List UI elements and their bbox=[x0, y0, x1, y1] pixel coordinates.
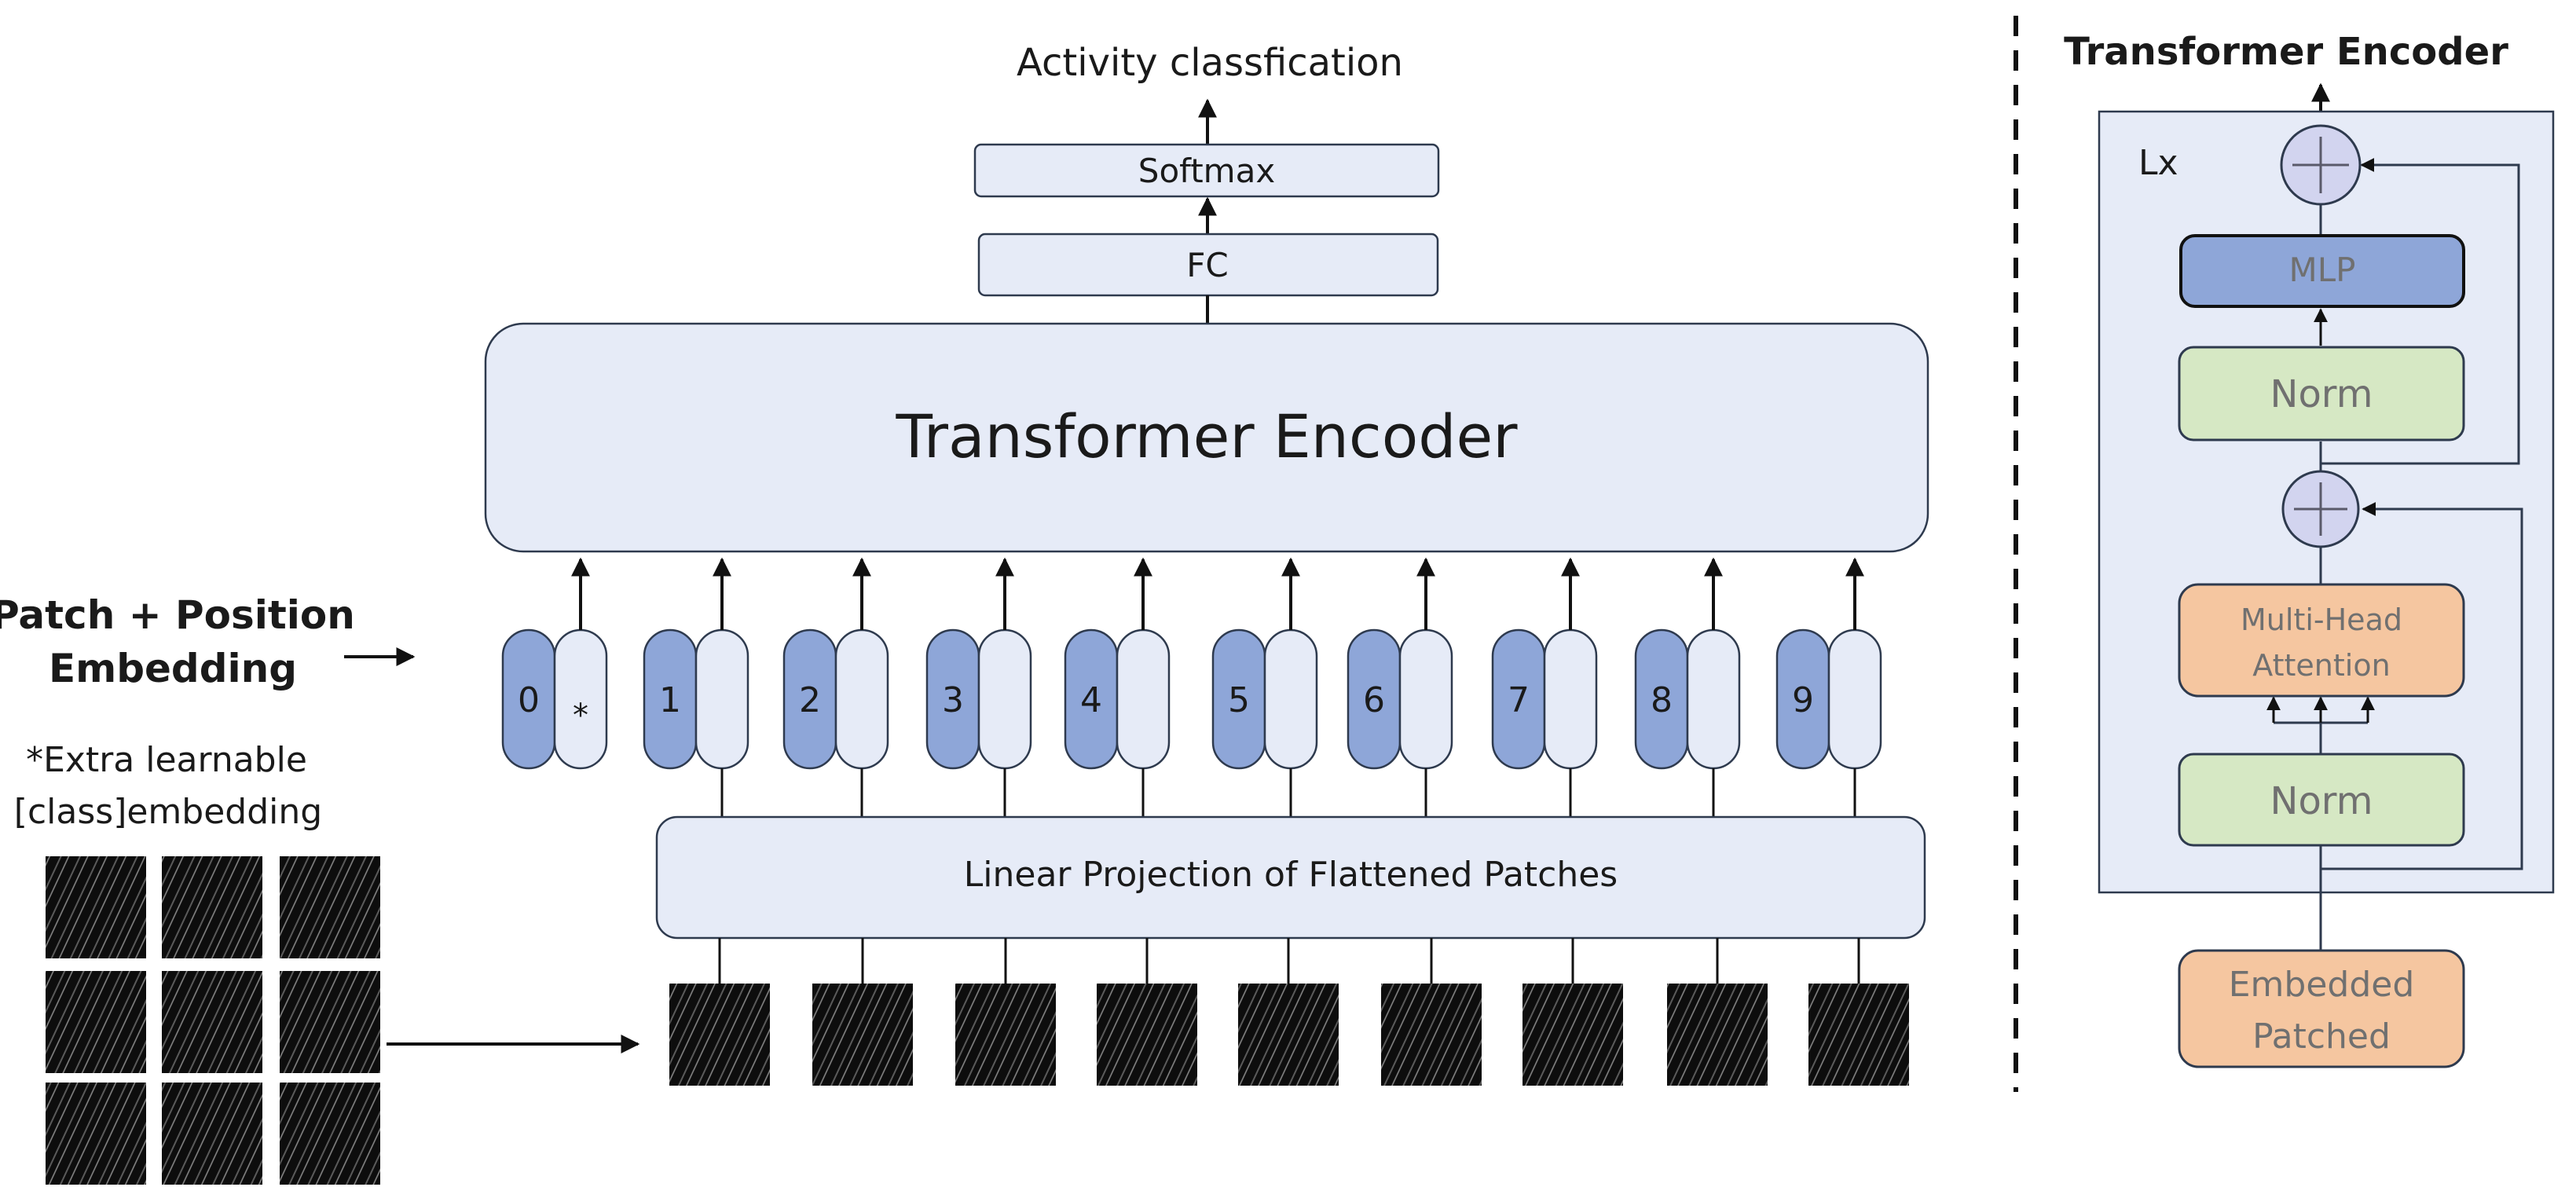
flattened-patch bbox=[1523, 984, 1623, 1086]
flattened-patch bbox=[1667, 984, 1768, 1086]
flattened-patch bbox=[669, 984, 770, 1086]
softmax-label: Softmax bbox=[1138, 152, 1275, 190]
embedding-token-9: 9 bbox=[1775, 557, 1882, 817]
image-patch-tile bbox=[162, 856, 262, 958]
image-patch-tile bbox=[280, 856, 380, 958]
embedding-token-3: 3 bbox=[925, 557, 1032, 817]
class-token-marker: * bbox=[573, 698, 588, 734]
linear-projection-box bbox=[655, 815, 1926, 940]
attention-label-line1: Multi-Head bbox=[2241, 603, 2402, 637]
patch-embedding-pill bbox=[1116, 628, 1171, 770]
embedded-label-line2: Patched bbox=[2252, 1017, 2391, 1057]
embedding-token-2: 2 bbox=[782, 557, 889, 817]
embedded-patched-box bbox=[2178, 949, 2465, 1068]
image-patch-tile bbox=[280, 971, 380, 1073]
position-index-label: 2 bbox=[799, 680, 821, 720]
extra-learnable-label-line1: *Extra learnable bbox=[26, 740, 307, 780]
position-index-label: 7 bbox=[1508, 680, 1530, 720]
flattened-patch bbox=[955, 984, 1056, 1086]
embedding-token-5: 5 bbox=[1211, 557, 1318, 817]
repeat-label: Lx bbox=[2138, 143, 2178, 183]
residual-connection-bottom bbox=[2321, 502, 2523, 870]
position-index-label: 6 bbox=[1363, 680, 1385, 720]
fc-label: FC bbox=[1186, 246, 1228, 284]
embedding-token-1: 1 bbox=[643, 557, 749, 817]
patch-embedding-pill bbox=[834, 628, 889, 770]
embedded-label-line1: Embedded bbox=[2229, 965, 2415, 1005]
mlp-box bbox=[2179, 234, 2465, 308]
residual-connection-top bbox=[2321, 158, 2520, 465]
embedding-token-7: 7 bbox=[1491, 557, 1598, 817]
transformer-encoder-box bbox=[484, 322, 1929, 553]
embedding-token-4: 4 bbox=[1064, 557, 1171, 817]
linear-projection-label: Linear Projection of Flattened Patches bbox=[964, 855, 1618, 895]
attention-label-line2: Attention bbox=[2252, 648, 2390, 683]
flattened-patches bbox=[669, 938, 1909, 1086]
image-patch-tile bbox=[46, 1083, 146, 1185]
image-patch-tile bbox=[162, 971, 262, 1073]
transformer-encoder-label: Transformer Encoder bbox=[896, 401, 1519, 471]
patch-embedding-pill bbox=[694, 628, 749, 770]
patch-embedding-pill bbox=[1398, 628, 1453, 770]
flattened-patch bbox=[1808, 984, 1909, 1086]
norm-bottom-box bbox=[2178, 753, 2465, 847]
norm-bottom-label: Norm bbox=[2270, 779, 2373, 823]
position-index-label: 9 bbox=[1792, 680, 1814, 720]
encoder-detail-title: Transformer Encoder bbox=[2064, 30, 2508, 74]
position-index-label: 0 bbox=[518, 680, 540, 720]
flattened-patch bbox=[1238, 984, 1339, 1086]
attention-box bbox=[2178, 583, 2465, 698]
flattened-patch bbox=[812, 984, 913, 1086]
image-patch-tile bbox=[162, 1083, 262, 1185]
position-index-label: 4 bbox=[1080, 680, 1102, 720]
flattened-patch bbox=[1381, 984, 1482, 1086]
embedding-token-8: 8 bbox=[1634, 557, 1741, 817]
patch-embedding-pill bbox=[1543, 628, 1598, 770]
flattened-patch bbox=[1097, 984, 1197, 1086]
patch-position-label-line1: Patch + Position bbox=[0, 592, 355, 638]
input-image-grid bbox=[46, 856, 380, 1185]
position-index-label: 8 bbox=[1651, 680, 1673, 720]
output-label: Activity classfication bbox=[1017, 41, 1403, 85]
image-patch-tile bbox=[280, 1083, 380, 1185]
patch-embedding-pill bbox=[977, 628, 1032, 770]
embedding-token-0: 0* bbox=[501, 557, 608, 770]
extra-learnable-label-line2: [class]embedding bbox=[14, 792, 322, 832]
position-index-label: 1 bbox=[659, 680, 681, 720]
softmax-box bbox=[973, 143, 1440, 198]
mlp-label: MLP bbox=[2289, 251, 2356, 289]
image-patch-tile bbox=[46, 856, 146, 958]
norm-top-box bbox=[2178, 346, 2465, 441]
position-index-label: 5 bbox=[1228, 680, 1250, 720]
embedding-token-6: 6 bbox=[1347, 557, 1453, 817]
image-patch-tile bbox=[46, 971, 146, 1073]
position-index-label: 3 bbox=[942, 680, 964, 720]
norm-top-label: Norm bbox=[2270, 372, 2373, 416]
patch-position-label-line2: Embedding bbox=[49, 646, 297, 691]
patch-embedding-pill bbox=[1686, 628, 1741, 770]
patch-embedding-pill bbox=[1827, 628, 1882, 770]
patch-embedding-pill bbox=[1263, 628, 1318, 770]
